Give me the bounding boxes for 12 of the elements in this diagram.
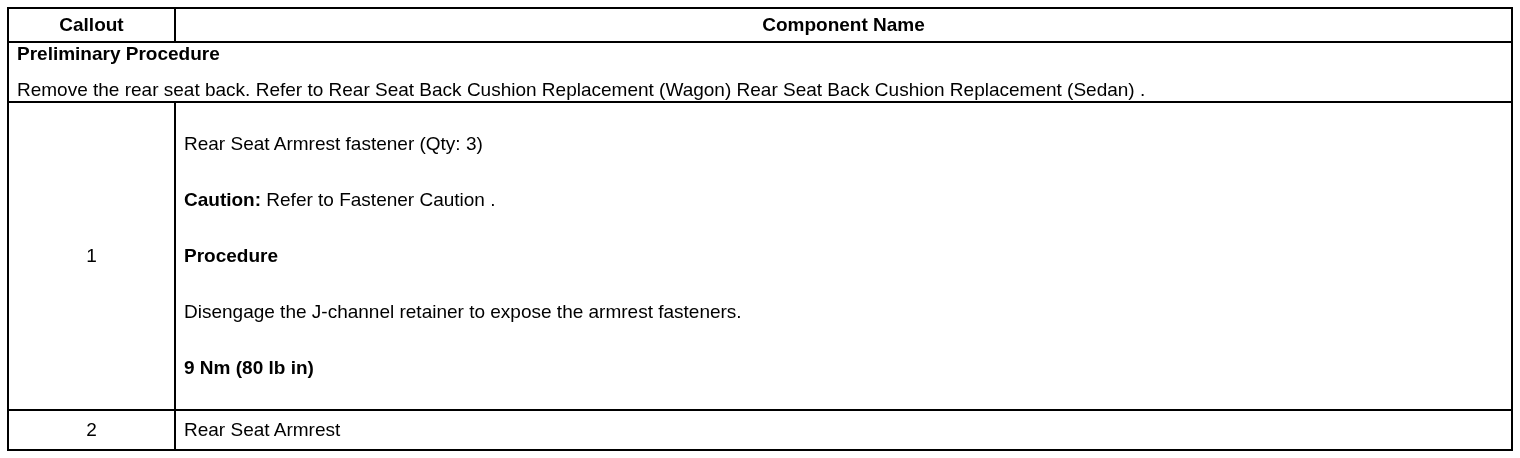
column-header: Component Name xyxy=(762,14,925,36)
torque-spec: 9 Nm (80 lb in) xyxy=(184,357,314,379)
caution-note: Caution: Refer to Fastener Caution . xyxy=(184,189,496,211)
component-name: Rear Seat Armrest xyxy=(184,419,341,441)
callout-number: 2 xyxy=(86,419,97,441)
procedure-heading: Procedure xyxy=(184,245,278,267)
callout-number: 1 xyxy=(86,245,97,267)
column-header: Callout xyxy=(59,14,124,36)
component-name: Rear Seat Armrest fastener (Qty: 3) xyxy=(184,133,483,155)
section-heading: Preliminary Procedure xyxy=(17,43,220,65)
procedure-text: Disengage the J-channel retainer to expose the armrest fasteners. xyxy=(184,301,742,323)
instruction-text: Remove the rear seat back. Refer to Rear Seat Back Cushion Replacement (Wagon) Rear Seat Back Cushion Replacement (Sedan) . xyxy=(17,79,1146,101)
